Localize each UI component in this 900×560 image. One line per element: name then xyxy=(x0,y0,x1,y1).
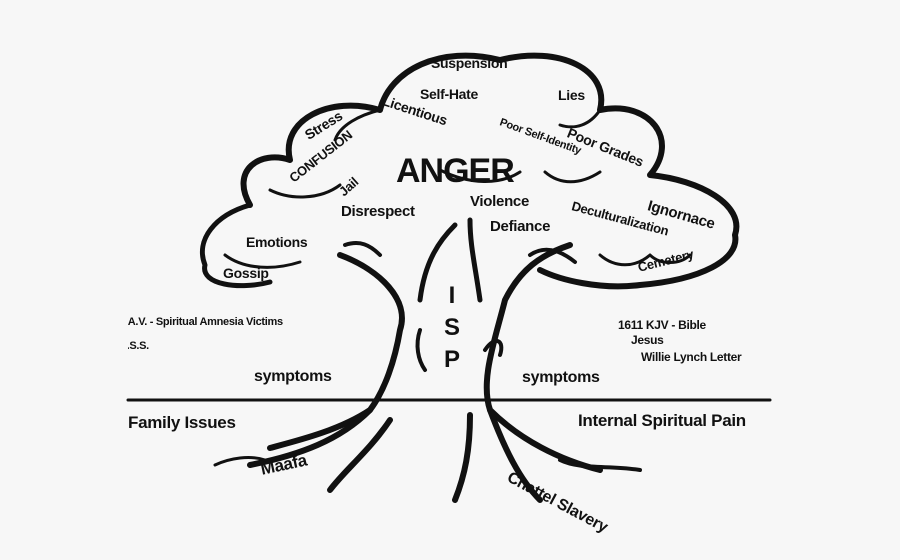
root-maafa: Maafa xyxy=(258,450,309,479)
trunk-letter: S xyxy=(443,314,460,341)
note-sav: S.A.V. - Spiritual Amnesia Victims xyxy=(128,316,283,328)
word-violence: Violence xyxy=(470,193,530,210)
trunk-letter: I xyxy=(448,282,456,309)
word-defiance: Defiance xyxy=(490,218,551,235)
word-disrespect: Disrespect xyxy=(341,203,415,220)
trunk-label-isp: I S P xyxy=(440,280,464,376)
word-anger: ANGER xyxy=(396,152,515,190)
ground-right-internal-spiritual-pain: Internal Spiritual Pain xyxy=(578,411,746,430)
word-lies: Lies xyxy=(558,87,585,103)
note-ptss: P.T.S.S. xyxy=(128,340,149,352)
note-jesus: Jesus xyxy=(631,333,664,347)
word-gossip: Gossip xyxy=(223,265,269,281)
word-jail: Jail xyxy=(335,174,362,200)
trunk-letter: P xyxy=(443,346,460,373)
word-cemetery: Cemetery xyxy=(636,246,695,275)
symptoms-left: symptoms xyxy=(254,368,332,385)
word-emotions: Emotions xyxy=(246,234,308,250)
root-chattel-slavery: Chattel Slavery xyxy=(504,469,611,537)
word-self-hate: Self-Hate xyxy=(420,86,478,102)
text-layer: Suspension Self-Hate Lies Licentious Str… xyxy=(128,0,770,560)
note-willie-lynch: Willie Lynch Letter xyxy=(641,350,742,364)
note-kjv-bible: 1611 KJV - Bible xyxy=(618,318,706,332)
ground-left-family-issues: Family Issues xyxy=(128,413,236,432)
symptoms-right: symptoms xyxy=(522,369,600,386)
word-suspension: Suspension xyxy=(431,55,508,71)
